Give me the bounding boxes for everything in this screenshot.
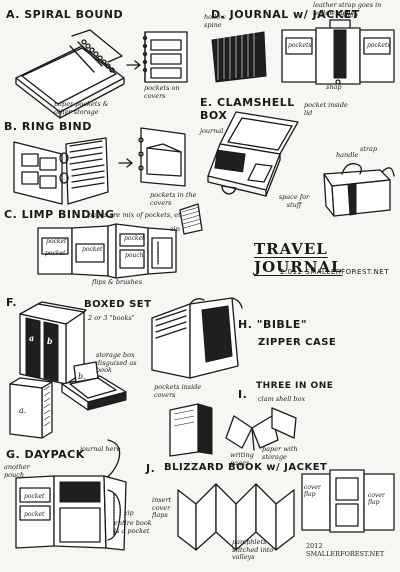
storage-box-sketch (60, 362, 130, 412)
arrow-right-icon (126, 60, 142, 70)
three-in-one-sketch (168, 398, 308, 458)
pocket-label: pockets (288, 42, 312, 49)
boxed-set-sketch (16, 300, 88, 386)
section-b-note-covers: pockets in the covers (150, 191, 197, 207)
section-c-note-zip: zip (170, 225, 180, 233)
clamshell-closed-sketch (320, 160, 396, 220)
zipper-case-sketch (150, 296, 246, 382)
pocket-label: pocket (124, 235, 145, 242)
section-i-note-writing: writing pages (230, 451, 254, 467)
section-d-note-strap: leather strap goes in hollow spine (313, 1, 382, 17)
book-label-b: b. (78, 372, 86, 381)
spine-letter-a: a (29, 333, 35, 343)
limp-binding-closed-sketch (176, 200, 206, 236)
section-d-note-snap-bottom: snap (326, 83, 342, 91)
ring-bind-cover-pocket-sketch (137, 124, 191, 190)
site-credit: 2.012 SMALLERFOREST.NET (280, 268, 389, 276)
blizzard-jacket-sketch (300, 466, 398, 536)
section-a-note-storage: paper pockets & other storage (54, 100, 109, 116)
pocket-label: pocket (24, 493, 45, 500)
spiral-bound-book-sketch (12, 26, 132, 118)
section-a-label: A. SPIRAL BOUND (6, 8, 124, 21)
section-g-note-pocket: entire book is a pocket (114, 519, 152, 535)
pouch-label: pouch (125, 252, 144, 259)
pocket-label: pocket (45, 250, 66, 257)
section-g-note-journal: journal here (80, 445, 121, 453)
clamshell-box-sketch (206, 104, 306, 196)
section-h-note-covers: pockets inside covers (154, 383, 202, 399)
limp-binding-sketch (36, 220, 186, 280)
section-i-label: I. (238, 388, 248, 401)
section-e-note-lid: pocket inside lid (304, 101, 348, 117)
section-f-subtitle: 2 or 3 "books" (88, 314, 135, 322)
section-i-note-clamshell: clam shell box (258, 395, 306, 403)
section-e-note-space: space for stuff (278, 193, 310, 209)
section-i-note-paper: paper with storage (262, 445, 298, 461)
cover-flap-label: cover flap (304, 484, 321, 498)
section-h-subtitle: ZIPPER CASE (258, 337, 337, 348)
journal-jacket-sketch (280, 20, 398, 86)
section-g-note-pouch: another pouch (4, 463, 30, 479)
section-g-label: G. DAYPACK (6, 448, 85, 461)
section-i-title: THREE IN ONE (256, 381, 334, 391)
book-a-sketch (4, 376, 56, 440)
section-d-note-snap-top: snap (342, 11, 358, 19)
section-j-note-insert: insert cover flaps (152, 496, 172, 519)
section-a-note-covers: pockets on covers (144, 84, 180, 100)
section-d-note-spine: hollow spine (204, 13, 226, 29)
section-e-note-strap: strap (360, 145, 378, 153)
section-f-note-storage: storage box disguised as book (96, 351, 137, 374)
section-f-label: F. (6, 296, 18, 309)
journal-book-sketch (208, 28, 270, 84)
pocket-label: pocket (46, 238, 67, 245)
section-d-label: D. JOURNAL w/ JACKET (211, 8, 360, 21)
section-e-note-journal: journal (200, 127, 224, 135)
daypack-sketch (14, 432, 134, 562)
section-c-label: C. LIMP BINDING (4, 208, 115, 221)
pocket-label: pocket (24, 511, 45, 518)
open-notebook-pockets-sketch (143, 28, 191, 84)
blizzard-book-sketch (176, 470, 300, 554)
section-f-title: BOXED SET (84, 299, 152, 310)
section-h-label: H. "BIBLE" (238, 318, 308, 331)
section-e-label: E. CLAMSHELL BOX (200, 96, 295, 122)
section-j-title: BLIZZARD BOOK w/ JACKET (164, 462, 328, 473)
section-e-note-handle: handle (336, 151, 359, 159)
cover-flap-label: cover flap (368, 492, 385, 506)
spine-letter-b: b (47, 336, 53, 346)
ring-bind-book-sketch (10, 134, 116, 206)
section-j-credit: 2012 SMALLERFOREST.NET (306, 542, 385, 558)
arrow-right-icon (118, 158, 134, 168)
page-title: TRAVEL JOURNAL (254, 240, 343, 276)
section-c-note-flips: flips & brushes (92, 278, 142, 286)
section-j-note-pamphlets: pamphlets stitched into valleys (232, 538, 274, 561)
section-j-label: J. (146, 462, 156, 475)
section-b-label: B. RING BIND (4, 120, 92, 133)
section-b-note-pages: pages are mix of pockets, etc... (88, 211, 191, 219)
pocket-label: pocket (82, 246, 103, 253)
book-label-a: a. (19, 406, 27, 415)
section-g-note-zip: zip (124, 509, 134, 517)
pocket-label: pockets (367, 42, 391, 49)
